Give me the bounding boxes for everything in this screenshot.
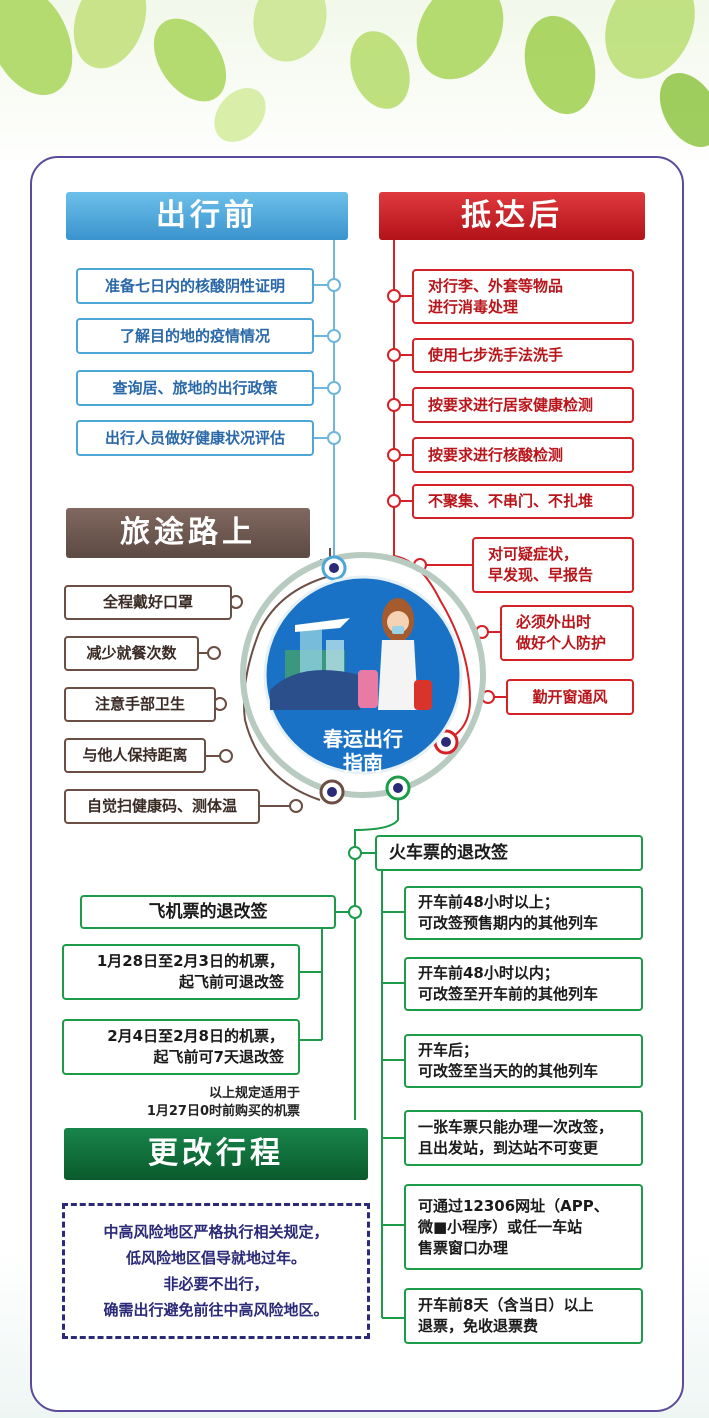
- journey-item-5: 自觉扫健康码、测体温: [64, 789, 260, 824]
- train-item-5: 可通过12306网址（APP、 微■小程序）或任一车站 售票窗口办理: [404, 1184, 643, 1270]
- journey-item-4: 与他人保持距离: [64, 738, 206, 773]
- train-item-2: 开车前48小时以内； 可改签至开车前的其他列车: [404, 957, 643, 1011]
- before-item-3: 查询居、旅地的出行政策: [76, 370, 314, 406]
- journey-item-2: 减少就餐次数: [64, 636, 199, 671]
- notice-box: 中高风险地区严格执行相关规定， 低风险地区倡导就地过年。 非必要不出行， 确需出…: [62, 1203, 370, 1339]
- journey-header: 旅途路上: [66, 508, 310, 558]
- flight-note: 以上规定适用于 1月27日0时前购买的机票: [146, 1086, 300, 1119]
- journey-item-3: 注意手部卫生: [64, 687, 216, 722]
- before-item-1: 准备七日内的核酸阴性证明: [76, 268, 314, 304]
- center-title: 春运出行 指南: [323, 727, 403, 775]
- after-item-2: 使用七步洗手法洗手: [412, 338, 634, 373]
- after-item-7: 必须外出时 做好个人防护: [500, 605, 634, 661]
- leaf-decoration: [0, 0, 709, 147]
- before-item-2: 了解目的地的疫情情况: [76, 318, 314, 354]
- journey-title: 旅途路上: [120, 515, 256, 550]
- before-item-4: 出行人员做好健康状况评估: [76, 420, 314, 456]
- before-title: 出行前: [156, 198, 258, 233]
- after-item-5: 不聚集、不串门、不扎堆: [412, 484, 634, 519]
- train-item-4: 一张车票只能办理一次改签， 且出发站，到达站不可变更: [404, 1110, 643, 1166]
- flight-title: 飞机票的退改签: [148, 901, 268, 922]
- target-marker-blue: [321, 555, 347, 581]
- after-header: 抵达后: [379, 192, 645, 240]
- flight-header: 飞机票的退改签: [80, 895, 336, 929]
- journey-item-1: 全程戴好口罩: [64, 585, 232, 620]
- change-title: 更改行程: [148, 1136, 284, 1171]
- change-header: 更改行程: [64, 1128, 368, 1180]
- train-item-3: 开车后； 可改签至当天的的其他列车: [404, 1034, 643, 1088]
- flight-item-1: 1月28日至2月3日的机票， 起飞前可退改签: [62, 944, 300, 1000]
- after-item-6: 对可疑症状， 早发现、早报告: [472, 537, 634, 593]
- after-item-1: 对行李、外套等物品 进行消毒处理: [412, 269, 634, 324]
- after-item-8: 勤开窗通风: [506, 679, 634, 715]
- after-title: 抵达后: [461, 198, 563, 233]
- before-header: 出行前: [66, 192, 348, 240]
- after-item-4: 按要求进行核酸检测: [412, 437, 634, 473]
- train-header: 火车票的退改签: [375, 835, 643, 871]
- flight-item-2: 2月4日至2月8日的机票， 起飞前可7天退改签: [62, 1019, 300, 1075]
- after-item-3: 按要求进行居家健康检测: [412, 387, 634, 423]
- train-item-1: 开车前48小时以上； 可改签预售期内的其他列车: [404, 886, 643, 940]
- train-title: 火车票的退改签: [389, 842, 508, 863]
- train-item-6: 开车前8天（含当日）以上 退票，免收退票费: [404, 1288, 643, 1344]
